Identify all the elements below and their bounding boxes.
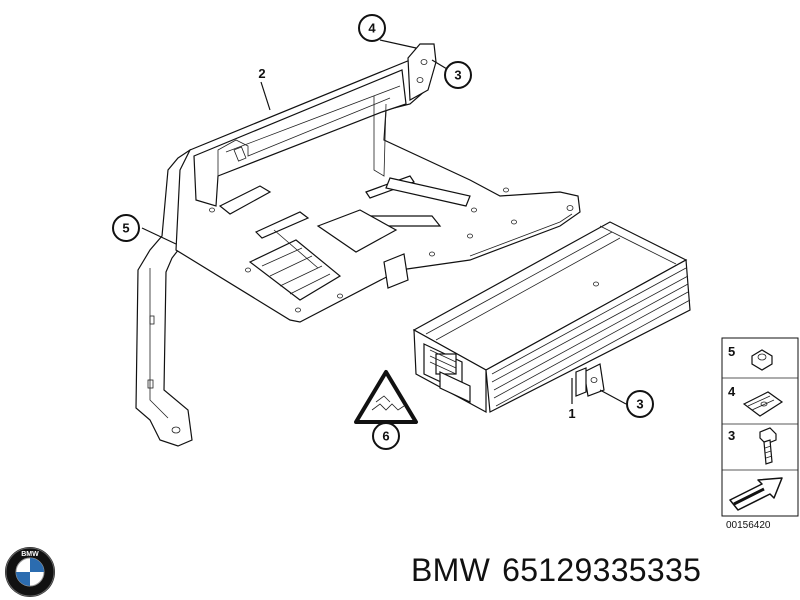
reference-code: 00156420 xyxy=(726,520,771,531)
warning-symbol-icon xyxy=(354,370,418,424)
part-label-1: 1 xyxy=(568,406,575,421)
caption-part-number: 65129335335 xyxy=(502,552,702,588)
callout-3-right-label: 3 xyxy=(636,397,643,412)
callout-4-label: 4 xyxy=(368,21,376,36)
callout-6: 6 xyxy=(372,422,400,450)
parts-legend: 5 4 3 xyxy=(721,337,799,517)
screw-icon xyxy=(759,427,777,465)
direction-arrow-icon xyxy=(729,477,783,511)
mounting-bracket xyxy=(135,43,581,447)
callout-3-top: 3 xyxy=(444,61,472,89)
nut-icon xyxy=(751,349,773,371)
legend-number-clip-nut: 4 xyxy=(728,384,736,399)
clip-nut-icon xyxy=(742,391,784,417)
bmw-logo: BMW xyxy=(5,547,55,597)
callout-5: 5 xyxy=(112,214,140,242)
callout-3-top-label: 3 xyxy=(454,68,461,83)
callout-4: 4 xyxy=(358,14,386,42)
bmw-logo-text: BMW xyxy=(21,551,39,558)
leader-lines xyxy=(141,39,627,430)
callout-5-label: 5 xyxy=(122,221,129,236)
callout-6-label: 6 xyxy=(382,429,389,444)
caption-brand: BMW xyxy=(411,552,491,588)
part-caption: BMW 65129335335 xyxy=(411,552,713,589)
callout-3-right: 3 xyxy=(626,390,654,418)
amplifier-unit xyxy=(412,221,691,414)
part-label-2: 2 xyxy=(258,66,265,81)
legend-number-nut: 5 xyxy=(728,344,735,359)
legend-number-screw: 3 xyxy=(728,428,735,443)
